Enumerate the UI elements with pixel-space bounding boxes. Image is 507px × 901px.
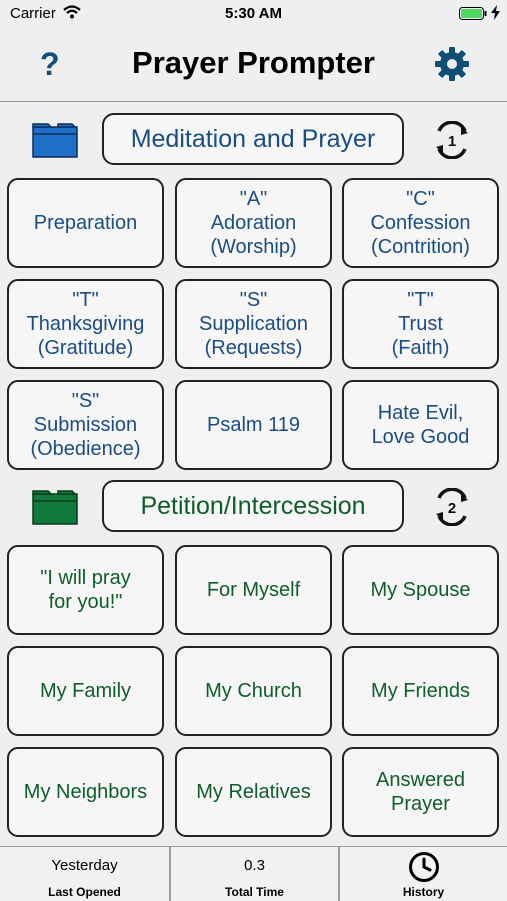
tile-thanksgiving[interactable]: "T" Thanksgiving (Gratitude) <box>7 279 164 369</box>
tile-my-relatives[interactable]: My Relatives <box>175 747 332 837</box>
tile-i-will-pray[interactable]: "I will pray for you!" <box>7 545 164 635</box>
tile-answered-prayer[interactable]: Answered Prayer <box>342 747 499 837</box>
tab-total-time[interactable]: 0.3 Total Time <box>171 847 338 901</box>
wifi-icon <box>63 5 81 19</box>
total-time-value: 0.3 <box>244 857 265 874</box>
tile-submission[interactable]: "S" Submission (Obedience) <box>7 380 164 470</box>
cycle-1-icon[interactable]: 1 <box>431 121 473 159</box>
cycle-2-icon[interactable]: 2 <box>431 488 473 526</box>
section-title-button[interactable]: Petition/Intercession <box>102 480 404 532</box>
navigation-bar: ? Prayer Prompter <box>0 28 507 102</box>
tab-history[interactable]: History <box>340 847 507 901</box>
tile-my-church[interactable]: My Church <box>175 646 332 736</box>
tile-trust[interactable]: "T" Trust (Faith) <box>342 279 499 369</box>
tab-divider <box>169 847 171 901</box>
cycle-number: 1 <box>448 133 456 150</box>
tile-psalm-119[interactable]: Psalm 119 <box>175 380 332 470</box>
tile-confession[interactable]: "C" Confession (Contrition) <box>342 178 499 268</box>
tab-divider <box>338 847 340 901</box>
help-button[interactable]: ? <box>40 46 60 82</box>
status-bar: Carrier 5:30 AM <box>0 0 507 28</box>
tile-supplication[interactable]: "S" Supplication (Requests) <box>175 279 332 369</box>
folder-icon[interactable] <box>32 122 78 158</box>
last-opened-label: Last Opened <box>48 885 121 899</box>
tile-hate-evil[interactable]: Hate Evil, Love Good <box>342 380 499 470</box>
cycle-number: 2 <box>448 500 456 517</box>
tile-my-neighbors[interactable]: My Neighbors <box>7 747 164 837</box>
last-opened-value: Yesterday <box>51 857 118 874</box>
tab-bar: Yesterday Last Opened 0.3 Total Time His… <box>0 846 507 901</box>
carrier-label: Carrier <box>10 5 56 22</box>
tile-for-myself[interactable]: For Myself <box>175 545 332 635</box>
battery-icon <box>459 7 487 20</box>
tile-preparation[interactable]: Preparation <box>7 178 164 268</box>
gear-icon[interactable] <box>433 45 471 83</box>
total-time-label: Total Time <box>225 885 284 899</box>
tile-adoration[interactable]: "A" Adoration (Worship) <box>175 178 332 268</box>
tile-my-friends[interactable]: My Friends <box>342 646 499 736</box>
section-header-meditation: Meditation and Prayer 1 <box>0 112 507 168</box>
charging-bolt-icon <box>491 5 500 20</box>
tab-last-opened[interactable]: Yesterday Last Opened <box>0 847 169 901</box>
status-time: 5:30 AM <box>225 5 282 22</box>
section-title-button[interactable]: Meditation and Prayer <box>102 113 404 165</box>
clock-icon <box>408 852 439 882</box>
tile-my-family[interactable]: My Family <box>7 646 164 736</box>
page-title: Prayer Prompter <box>132 45 375 80</box>
history-label: History <box>402 885 445 899</box>
tile-my-spouse[interactable]: My Spouse <box>342 545 499 635</box>
folder-icon[interactable] <box>32 489 78 525</box>
section-header-petition: Petition/Intercession 2 <box>0 479 507 535</box>
